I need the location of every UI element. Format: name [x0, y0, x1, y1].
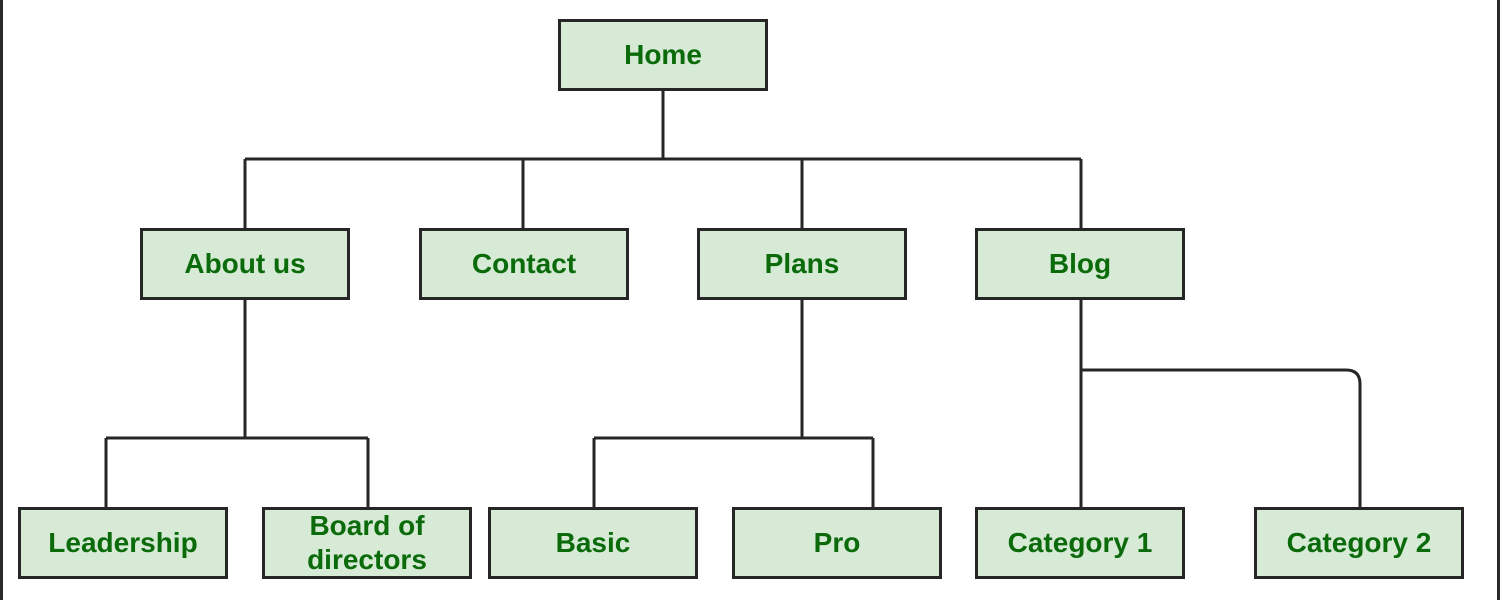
node-basic: Basic — [488, 507, 698, 579]
node-category-2-label: Category 2 — [1286, 527, 1432, 558]
node-basic-label: Basic — [555, 527, 631, 558]
node-about-us-label: About us — [184, 248, 306, 279]
node-leadership: Leadership — [18, 507, 228, 579]
node-board-label-line2: directors — [307, 544, 427, 575]
node-category-2: Category 2 — [1254, 507, 1464, 579]
node-leadership-label: Leadership — [48, 527, 198, 558]
connector-category2 — [1081, 368, 1362, 507]
node-home: Home — [558, 19, 768, 91]
node-plans: Plans — [697, 228, 907, 300]
node-category-1-label: Category 1 — [1007, 527, 1153, 558]
node-home-label: Home — [624, 39, 702, 70]
node-about-us: About us — [140, 228, 350, 300]
node-blog-label: Blog — [1048, 248, 1112, 279]
node-plans-label: Plans — [764, 248, 840, 279]
node-contact: Contact — [419, 228, 629, 300]
node-pro-label: Pro — [813, 527, 861, 558]
node-board-label-line1: Board of — [309, 510, 425, 541]
node-pro: Pro — [732, 507, 942, 579]
node-contact-label: Contact — [471, 248, 577, 279]
node-category-1: Category 1 — [975, 507, 1185, 579]
node-board-of-directors: Board of directors — [262, 507, 472, 579]
node-blog: Blog — [975, 228, 1185, 300]
